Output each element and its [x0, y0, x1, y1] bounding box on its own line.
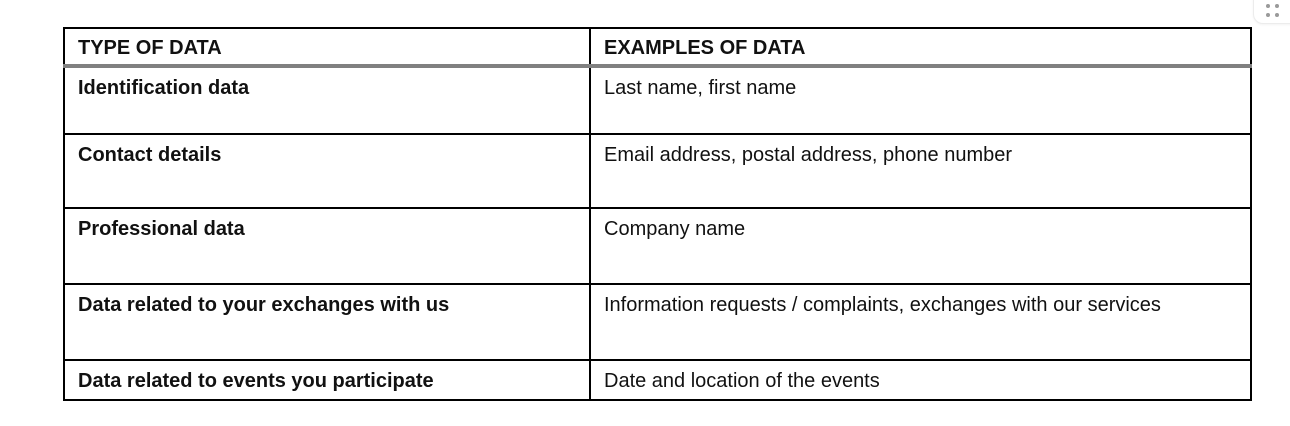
cell-examples-contact: Email address, postal address, phone num…: [589, 133, 1252, 209]
cell-type-identification: Identification data: [63, 65, 591, 135]
table-row: Contact details Email address, postal ad…: [63, 133, 1252, 209]
cell-type-professional: Professional data: [63, 207, 591, 285]
cell-type-contact: Contact details: [63, 133, 591, 209]
cell-examples-professional: Company name: [589, 207, 1252, 285]
table-row: Professional data Company name: [63, 207, 1252, 285]
grid-dots-icon: [1266, 4, 1279, 17]
table-row: Data related to events you participate D…: [63, 359, 1252, 401]
column-header-examples-of-data: EXAMPLES OF DATA: [589, 27, 1252, 68]
data-types-table: TYPE OF DATA EXAMPLES OF DATA Identifica…: [63, 27, 1252, 401]
cell-examples-exchanges: Information requests / complaints, excha…: [589, 283, 1252, 361]
table-row: Data related to your exchanges with us I…: [63, 283, 1252, 361]
header-row: TYPE OF DATA EXAMPLES OF DATA: [63, 27, 1252, 68]
cell-type-exchanges: Data related to your exchanges with us: [63, 283, 591, 361]
cell-type-events: Data related to events you participate: [63, 359, 591, 401]
table-row: Identification data Last name, first nam…: [63, 65, 1252, 135]
column-header-type-of-data: TYPE OF DATA: [63, 27, 591, 68]
cell-examples-identification: Last name, first name: [589, 65, 1252, 135]
cell-examples-events: Date and location of the events: [589, 359, 1252, 401]
drag-handle-button[interactable]: [1253, 0, 1290, 24]
